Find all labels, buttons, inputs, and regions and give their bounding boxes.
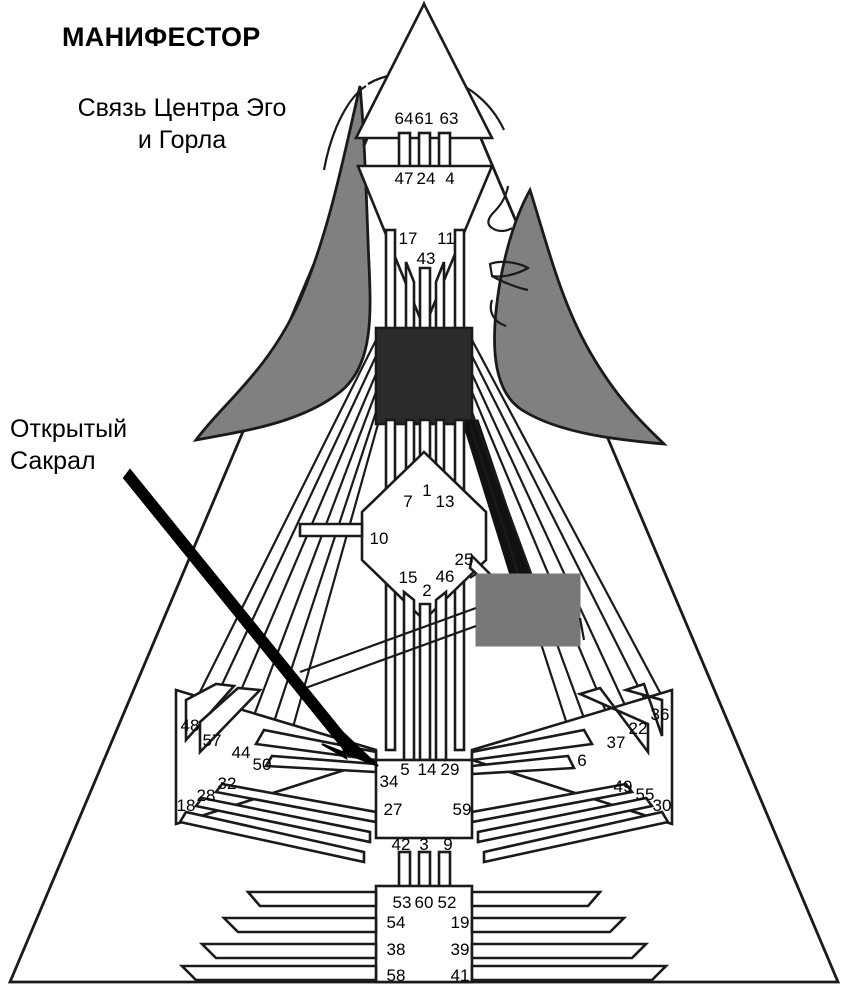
gate-number-14: 14 (417, 760, 437, 779)
spleen-gate-28 (193, 796, 372, 844)
spleen-gate-18 (177, 810, 366, 864)
channel-rail-a (384, 228, 397, 342)
face-lips (488, 260, 531, 278)
pointer-arrow-head (321, 722, 379, 767)
gate-number-22: 22 (628, 719, 648, 738)
gate-number-25: 25 (454, 550, 474, 569)
gate-46-rail (434, 589, 448, 762)
gate-number-43: 43 (416, 249, 436, 268)
gate-15-rail (402, 589, 416, 762)
gate-number-64: 64 (394, 109, 414, 128)
gate-number-58: 58 (386, 966, 406, 985)
ego-outline-left (469, 573, 477, 579)
throat-spleen-line-4 (248, 391, 378, 727)
sp-gate-22 (576, 686, 650, 756)
gate-number-28: 28 (196, 786, 216, 805)
caption-open-sacral: Открытый Сакрал (10, 415, 128, 475)
throat-spleen-line-2 (211, 355, 377, 707)
gate-number-15: 15 (398, 568, 418, 587)
gate-number-5: 5 (400, 760, 410, 779)
gate-number-36: 36 (650, 705, 670, 724)
gate-number-7: 7 (403, 492, 413, 511)
root-sp-bar-4 (470, 964, 670, 982)
gate-number-61: 61 (414, 109, 434, 128)
ego-to-spleen-line-1 (299, 606, 477, 674)
gate-number-46: 46 (435, 567, 455, 586)
center-ego (475, 573, 581, 647)
gate-number-47: 47 (394, 169, 414, 188)
gate-number-54: 54 (386, 913, 406, 932)
face-chin (489, 299, 507, 328)
throat-sp-line-3 (471, 373, 631, 717)
gate-number-2: 2 (422, 581, 432, 600)
gate-number-52: 52 (437, 893, 457, 912)
root-spleen-bar-1 (245, 890, 378, 908)
gate-number-24: 24 (416, 169, 436, 188)
face-lips-2 (491, 275, 529, 292)
gate-number-6: 6 (577, 751, 587, 770)
head-silhouette (322, 85, 367, 171)
sp-gate-36 (621, 682, 664, 737)
sp-gate-37 (470, 728, 595, 762)
face-profile (487, 185, 513, 233)
gate-number-38: 38 (386, 940, 406, 959)
gate-number-1: 1 (422, 481, 432, 500)
gate-number-13: 13 (435, 492, 455, 511)
gate-number-10: 10 (369, 529, 389, 548)
throat-sp-line-2 (471, 355, 649, 707)
gate-number-4: 4 (445, 169, 455, 188)
gate-number-55: 55 (635, 785, 655, 804)
gate-number-30: 30 (652, 796, 672, 815)
channel-rail-b (453, 228, 466, 342)
gate-number-18: 18 (176, 796, 196, 815)
gate-number-50: 50 (252, 755, 272, 774)
gate-number-11: 11 (437, 229, 455, 248)
ego-to-spleen-line-2 (299, 624, 477, 692)
aura-wing-left (192, 85, 372, 443)
center-root (374, 884, 474, 984)
sp-gate-30 (482, 810, 671, 864)
gate-number-48: 48 (180, 716, 200, 735)
gate-number-41: 41 (450, 966, 470, 985)
gate-number-44: 44 (231, 743, 251, 762)
gate-number-49: 49 (613, 777, 633, 796)
root-sp-bar-2 (470, 916, 628, 934)
gate-number-37: 37 (606, 733, 626, 752)
gate-number-19: 19 (450, 913, 470, 932)
gate-number-9: 9 (443, 835, 453, 854)
throat-spleen-line-3 (228, 373, 378, 717)
gate-number-63: 63 (439, 109, 459, 128)
gate-number-29: 29 (440, 760, 460, 779)
gate-number-53: 53 (392, 893, 412, 912)
root-spleen-bar-3 (198, 942, 378, 960)
root-spleen-bar-2 (220, 916, 378, 934)
spleen-gate-57 (198, 686, 263, 756)
gate-number-34: 34 (379, 772, 399, 791)
gate-number-17: 17 (398, 229, 418, 248)
throat-spleen-line-1 (195, 339, 377, 701)
gate-10-stub (298, 522, 364, 538)
throat-sp-line-1 (471, 339, 665, 701)
center-sacral (374, 758, 474, 840)
caption-ego-throat: Связь Центра Эго и Горла (77, 94, 287, 154)
root-sp-bar-1 (470, 890, 603, 908)
center-throat (374, 326, 474, 426)
aura-wing-right (493, 186, 668, 446)
sp-gate-55 (476, 796, 655, 844)
gate-number-27: 27 (383, 800, 403, 819)
gate-number-57: 57 (202, 731, 222, 750)
gate-number-59: 59 (452, 800, 472, 819)
ego-to-sacral-line (578, 617, 586, 641)
gate-number-3: 3 (419, 835, 429, 854)
gate-number-60: 60 (414, 893, 434, 912)
gate-number-32: 32 (217, 774, 237, 793)
gate-number-42: 42 (391, 835, 411, 854)
page-title: МАНИФЕСТОР (62, 22, 261, 52)
gate-number-39: 39 (450, 940, 470, 959)
throat-sp-line-4 (470, 391, 614, 727)
throat-spleen-line-5 (266, 411, 378, 741)
root-spleen-bar-4 (178, 964, 378, 982)
root-sp-bar-3 (470, 942, 650, 960)
